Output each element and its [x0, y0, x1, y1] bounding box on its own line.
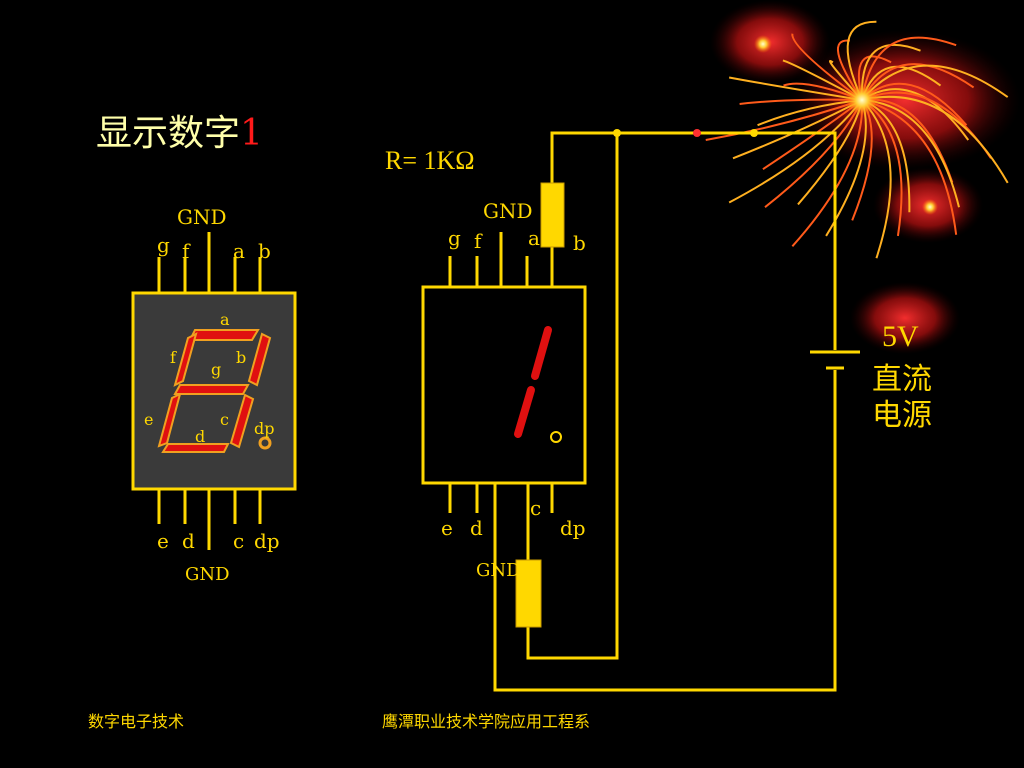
- power-voltage-label: 5V: [882, 320, 919, 353]
- firework-core-small-2: [922, 199, 938, 215]
- seg-label-a: a: [220, 310, 230, 329]
- seg-label-d: d: [195, 427, 205, 446]
- left-bottom-pins: [157, 489, 262, 550]
- firework-ray: [861, 99, 892, 259]
- power-source-label: 直流电源: [872, 362, 932, 433]
- firework-ray: [861, 36, 957, 101]
- left-pin-f-label: f: [182, 239, 191, 263]
- right-display-body: [421, 285, 587, 485]
- left-pin-a-label: a: [233, 239, 245, 263]
- right-pin-e-label: e: [441, 516, 453, 540]
- lit-segment-b: [531, 326, 552, 380]
- right-pin-d-label: d: [470, 516, 483, 540]
- footer-course: 数字电子技术: [88, 712, 185, 731]
- seg-label-b: b: [236, 348, 246, 367]
- left-seven-segment-display: GND g f a b e d c dp GND a b c d e f g d…: [131, 205, 297, 585]
- firework-core: [846, 84, 878, 116]
- segment-d: [161, 443, 230, 453]
- segment-e: [157, 392, 182, 448]
- junction-dot: [613, 129, 621, 137]
- left-segment-labels: a b c d e f g dp: [144, 310, 274, 446]
- firework-decoration: [705, 0, 1020, 354]
- right-dp-dot: [550, 431, 562, 443]
- right-pin-g-label: g: [448, 226, 461, 250]
- segment-g: [173, 384, 250, 395]
- segment-b: [247, 332, 272, 387]
- seg-label-e: e: [144, 410, 153, 429]
- firework-ray: [861, 99, 960, 208]
- firework-ray: [846, 20, 877, 101]
- firework-ray: [861, 99, 958, 235]
- left-pin-dp-label: dp: [254, 529, 280, 553]
- seg-label-c: c: [220, 410, 229, 429]
- firework-core-small: [754, 35, 772, 53]
- wire-branch-c: [526, 133, 619, 660]
- right-pin-f-label: f: [474, 229, 483, 253]
- junction-dot-2: [693, 129, 701, 137]
- title-digit: 1: [240, 113, 263, 154]
- left-pin-c-label: c: [233, 529, 244, 553]
- left-gnd-bottom-label: GND: [185, 564, 230, 585]
- left-pin-e-label: e: [157, 529, 169, 553]
- junction-dot-3: [750, 129, 758, 137]
- segment-f: [173, 332, 198, 387]
- right-top-pins: [448, 232, 529, 287]
- left-segments: [157, 329, 272, 453]
- right-pin-labels: GND g f a b e d c dp GND: [441, 199, 586, 581]
- segment-a: [188, 329, 260, 341]
- left-pin-g-label: g: [157, 233, 170, 257]
- resistor-label: R= 1KΩ: [385, 146, 475, 175]
- firework-ray: [861, 64, 1009, 101]
- seg-label-dp: dp: [254, 419, 274, 438]
- left-top-pins: [157, 232, 262, 293]
- left-gnd-top-label: GND: [177, 205, 227, 229]
- resistor-top: [540, 182, 565, 248]
- right-pin-b-label: b: [573, 231, 586, 255]
- right-pin-c-label: c: [530, 496, 541, 520]
- firework-ray: [728, 76, 863, 101]
- wire-top-rail: [550, 131, 837, 350]
- firework-ray: [705, 99, 863, 141]
- right-pin-dp-label: dp: [560, 516, 586, 540]
- title-text: 显示数字: [96, 113, 241, 154]
- right-gnd-bottom-label: GND: [476, 560, 521, 581]
- right-pin-a-label: a: [528, 226, 540, 250]
- footer-institution: 鹰潭职业技术学院应用工程系: [382, 712, 591, 731]
- left-pin-labels: GND g f a b e d c dp GND: [157, 205, 280, 585]
- left-pin-b-label: b: [258, 239, 271, 263]
- slide-title: 显示数字1: [96, 104, 263, 156]
- right-circuit: GND g f a b e d c dp GND: [421, 129, 860, 692]
- segment-dp: [258, 436, 272, 450]
- left-pin-d-label: d: [182, 529, 195, 553]
- resistor-bottom: [515, 559, 542, 628]
- firework-ray: [791, 33, 863, 101]
- lit-segment-c: [514, 386, 535, 438]
- firework-ray: [728, 99, 863, 204]
- seg-label-g: g: [211, 360, 221, 379]
- firework-ray: [861, 95, 1009, 184]
- segment-c: [229, 393, 255, 449]
- battery-symbol: [810, 350, 860, 370]
- wire-gnd-return: [493, 370, 837, 692]
- right-gnd-top-label: GND: [483, 199, 533, 223]
- seg-label-f: f: [170, 348, 177, 367]
- right-bottom-pins: [448, 483, 554, 513]
- firework-glow-4: [850, 282, 960, 354]
- right-lit-segments: [514, 326, 552, 438]
